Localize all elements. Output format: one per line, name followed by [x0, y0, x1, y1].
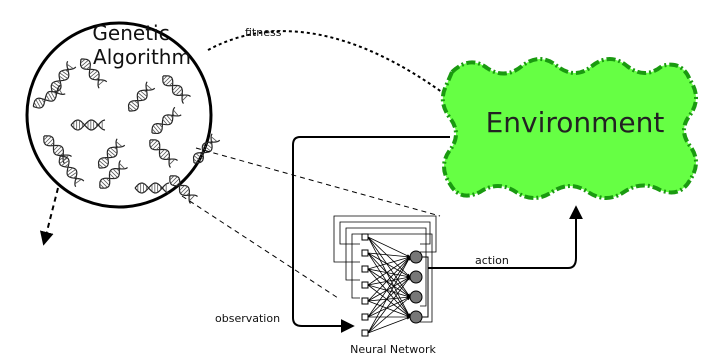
- dna-helix-icon: [58, 155, 85, 188]
- environment-node: Environment: [440, 57, 698, 200]
- input-square-icon: [361, 281, 369, 289]
- synapse-edge: [367, 252, 411, 259]
- action-edge: [428, 205, 583, 269]
- synapse-edge: [367, 252, 411, 318]
- dna-helix-icon: [79, 58, 108, 89]
- input-square-icon: [361, 297, 369, 305]
- recurrent-loop-edge: [333, 215, 437, 263]
- recurrent-loop-edge: [339, 221, 431, 245]
- observation-edge: [292, 136, 450, 333]
- synapse-edge: [367, 268, 411, 298]
- synapse-edge: [367, 276, 411, 302]
- synapse-edge: [367, 256, 411, 302]
- neural-network-label: Neural Network: [350, 343, 436, 356]
- environment-label: Environment: [486, 106, 665, 139]
- synapse-edge: [367, 256, 411, 334]
- output-neuron-icon: [409, 290, 423, 304]
- ga-to-network-projection-top: [195, 147, 441, 217]
- dna-helix-icon: [32, 84, 66, 109]
- synapse-edge: [367, 295, 411, 302]
- synapse-edge: [367, 236, 411, 258]
- synapse-edge: [367, 300, 411, 318]
- dna-helix-icon: [97, 138, 126, 169]
- synapse-edge: [367, 284, 411, 298]
- synapse-edge: [367, 268, 411, 278]
- synapse-edge: [367, 252, 411, 278]
- synapse-edge: [367, 256, 411, 286]
- ga-output-arrow: [39, 187, 59, 246]
- dna-helix-icon: [70, 119, 106, 131]
- output-neuron-icon: [409, 270, 423, 284]
- dna-helix-icon: [127, 81, 156, 112]
- recurrent-loop-edge: [351, 233, 433, 323]
- synapse-edge: [367, 256, 411, 270]
- input-square-icon: [361, 265, 369, 273]
- fitness-label: fitness: [245, 26, 282, 39]
- synapse-edge: [367, 316, 411, 334]
- action-label: action: [475, 254, 509, 267]
- input-square-icon: [361, 249, 369, 257]
- synapse-edge: [367, 296, 411, 334]
- synapse-edge: [367, 252, 411, 298]
- synapse-edge: [367, 284, 411, 318]
- synapse-edge: [367, 268, 411, 318]
- output-neuron-icon: [409, 310, 423, 324]
- genetic-algorithm-title-line1: Genetic: [92, 21, 169, 45]
- output-neuron-icon: [409, 250, 423, 264]
- synapse-edge: [367, 276, 411, 334]
- genetic-algorithm-title-line2: Algorithm: [93, 45, 191, 69]
- recurrent-loop-edge: [345, 227, 427, 307]
- genetic-algorithm-node: Genetic Algorithm: [25, 21, 221, 209]
- observation-label: observation: [215, 312, 280, 325]
- synapse-edge: [367, 256, 411, 318]
- dna-helix-icon: [99, 160, 128, 189]
- dna-helix-icon: [149, 139, 178, 168]
- synapse-edge: [367, 296, 411, 318]
- dna-helix-icon: [162, 75, 191, 104]
- dna-strand-group: [32, 58, 221, 204]
- neural-network-node: Neural Network: [333, 215, 437, 356]
- fitness-edge: [207, 30, 451, 99]
- synapse-edge: [367, 236, 411, 318]
- synapse-edge: [367, 276, 411, 318]
- dna-helix-icon: [151, 106, 182, 135]
- output-bus-edge: [422, 256, 429, 318]
- synapse-edge: [367, 276, 411, 286]
- ga-to-network-projection-bottom: [181, 195, 339, 299]
- dna-helix-icon: [169, 175, 198, 204]
- input-square-icon: [361, 329, 369, 337]
- input-square-icon: [361, 313, 369, 321]
- neural-network-graph: [333, 215, 437, 337]
- environment-shape: [440, 57, 698, 200]
- dna-helix-icon: [134, 182, 170, 194]
- input-square-icon: [361, 233, 369, 241]
